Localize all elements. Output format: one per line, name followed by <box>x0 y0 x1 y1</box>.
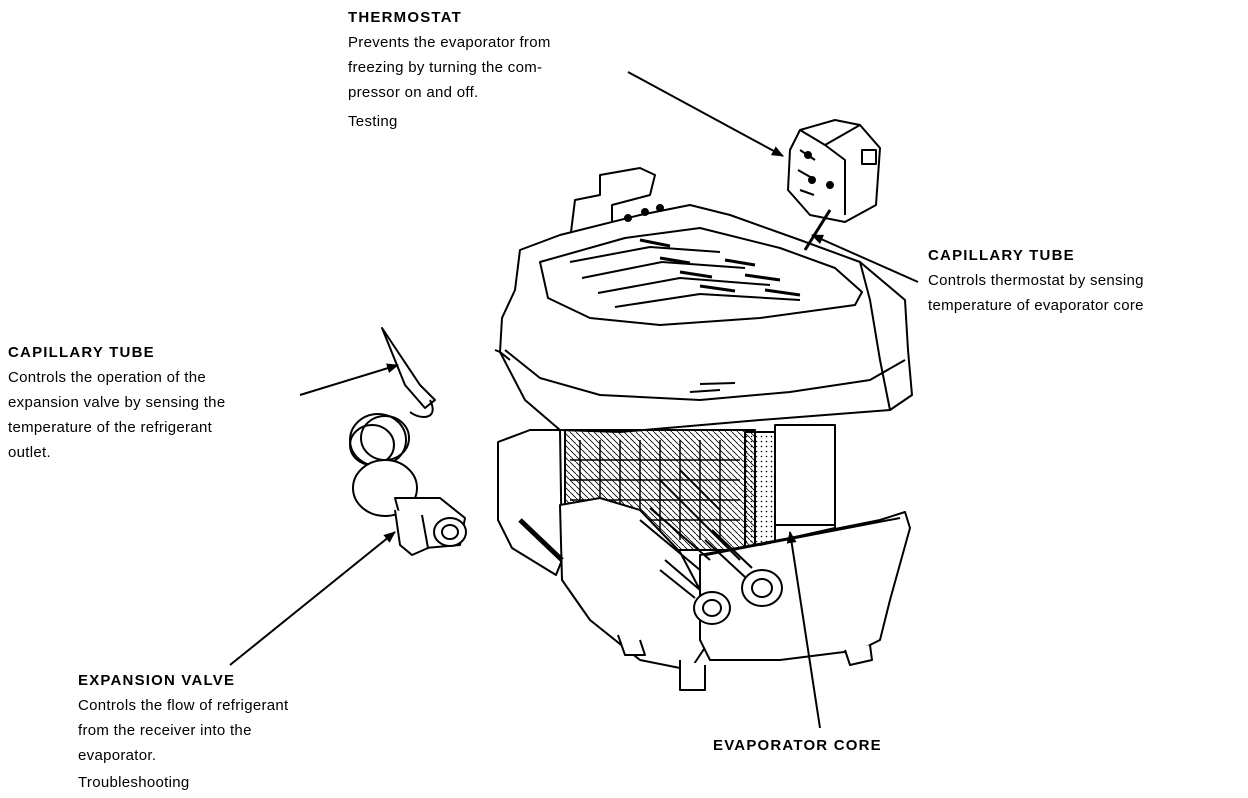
expansion-valve-troubleshooting-link[interactable]: Troubleshooting <box>78 774 190 791</box>
thermostat-title: THERMOSTAT <box>348 9 462 26</box>
expansion-valve-label: EXPANSION VALVE Controls the flow of ref… <box>78 668 289 795</box>
expansion-valve-desc-line-2: from the receiver into the <box>78 722 252 739</box>
thermostat-desc-line-3: pressor on and off. <box>348 84 479 101</box>
capillary-tube-left-desc-line-2: expansion valve by sensing the <box>8 394 226 411</box>
expansion-valve-unit <box>349 327 467 556</box>
upper-case <box>494 167 913 433</box>
expansion-valve-desc-line-3: evaporator. <box>78 747 157 764</box>
thermostat-desc-line-2: freezing by turning the com- <box>348 59 543 76</box>
evaporator-core-title: EVAPORATOR CORE <box>713 737 882 754</box>
capillary-tube-right-title: CAPILLARY TUBE <box>928 247 1075 264</box>
capillary-tube-right-desc-line-2: temperature of evaporator core <box>928 297 1144 314</box>
thermostat-capillary-rod <box>803 209 832 251</box>
thermostat-unit <box>787 119 881 223</box>
expansion-valve-title: EXPANSION VALVE <box>78 672 236 689</box>
thermostat-label: THERMOSTAT Prevents the evaporator from … <box>348 5 551 134</box>
capillary-tube-right-label: CAPILLARY TUBE Controls thermostat by se… <box>928 243 1144 318</box>
capillary-tube-right-desc-line-1: Controls thermostat by sensing <box>928 272 1144 289</box>
capillary-tube-left-title: CAPILLARY TUBE <box>8 344 155 361</box>
capillary-tube-left-desc-line-3: temperature of the refrigerant <box>8 419 213 436</box>
evaporator-core-label: EVAPORATOR CORE <box>713 733 882 758</box>
capillary-tube-left-desc-line-4: outlet. <box>8 444 51 461</box>
thermostat-testing-link[interactable]: Testing <box>348 113 398 130</box>
lower-case <box>497 429 911 691</box>
expansion-valve-desc-line-1: Controls the flow of refrigerant <box>78 697 289 714</box>
thermostat-desc-line-1: Prevents the evaporator from <box>348 34 551 51</box>
leader-lines <box>229 71 919 729</box>
capillary-tube-left-desc-line-1: Controls the operation of the <box>8 369 206 386</box>
capillary-tube-left-label: CAPILLARY TUBE Controls the operation of… <box>8 340 225 465</box>
